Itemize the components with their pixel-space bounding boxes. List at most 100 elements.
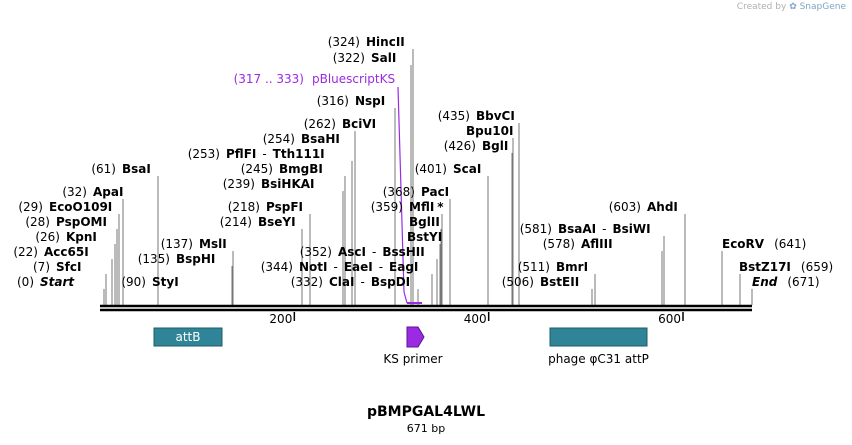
site-position: (332) — [291, 275, 323, 289]
site-position: (28) — [25, 215, 50, 229]
feature-ks-primer[interactable]: KS primer — [383, 326, 443, 366]
restriction-site-ecoo109i[interactable]: (29) EcoO109I — [18, 200, 112, 214]
credit-brand: SnapGene — [799, 2, 846, 12]
restriction-site-bglii[interactable]: BglII — [409, 215, 440, 229]
site-position: (262) — [304, 117, 336, 131]
site-position: (324) — [328, 35, 360, 49]
restriction-site-bpu10i[interactable]: Bpu10I — [466, 124, 513, 138]
site-name: BsiWI — [612, 222, 650, 236]
feature-label: phage φC31 attP — [548, 352, 649, 366]
site-name: EaeI — [344, 260, 373, 274]
restriction-site-bmgbi[interactable]: (245)BmgBI — [241, 162, 323, 176]
site-position: (61) — [91, 162, 116, 176]
site-position: (359) — [371, 200, 403, 214]
site-name: StyI — [152, 275, 179, 289]
restriction-site-bgli[interactable]: (426)BglI — [444, 139, 509, 153]
site-position: (214) — [220, 215, 252, 229]
site-position: (659) — [801, 260, 833, 274]
restriction-site-hincii[interactable]: (324)HincII — [328, 35, 405, 49]
restriction-site-sali[interactable]: (322)SalI — [333, 51, 397, 65]
restriction-site-scai[interactable]: (401)ScaI — [415, 162, 482, 176]
restriction-site-bsteii[interactable]: (506)BstEII — [502, 275, 579, 289]
primer-annotation[interactable]: (317 .. 333)pBluescriptKS — [234, 72, 396, 86]
restriction-site-bmri[interactable]: (511)BmrI — [518, 260, 588, 274]
restriction-site-start[interactable]: (0)Start — [17, 275, 75, 289]
site-position: (0) — [17, 275, 34, 289]
feature-phage-c31-attp[interactable]: phage φC31 attP — [548, 327, 649, 366]
site-name: PflFI — [226, 147, 256, 161]
restriction-site-pspomi[interactable]: (28)PspOMI — [25, 215, 107, 229]
site-name: AscI — [338, 245, 366, 259]
site-position: (22) — [13, 245, 38, 259]
site-name: EcoO109I — [49, 200, 112, 214]
site-name: KpnI — [66, 230, 97, 244]
site-name: BssHII — [382, 245, 424, 259]
site-position: (506) — [502, 275, 534, 289]
site-position: (401) — [415, 162, 447, 176]
tick-label: 400 — [464, 312, 487, 326]
plasmid-length: 671 bp — [406, 422, 446, 435]
site-position: (641) — [774, 237, 806, 251]
tick-label: 200 — [269, 312, 292, 326]
site-position: (29) — [18, 200, 43, 214]
feature-box — [153, 327, 223, 347]
site-position: (581) — [520, 222, 552, 236]
restriction-site-sfci[interactable]: (7)SfcI — [33, 260, 81, 274]
site-name: BsiHKAI — [261, 177, 315, 191]
site-name: BspDI — [371, 275, 410, 289]
restriction-site-bstz17i[interactable]: BstZ17I (659) — [739, 260, 833, 274]
site-name: Tth111I — [273, 147, 325, 161]
site-position: (32) — [62, 185, 87, 199]
restriction-site-asci[interactable]: (352)AscI-BssHII — [300, 245, 425, 259]
restriction-site-afliii[interactable]: (578) AflIII — [543, 237, 613, 251]
site-name: PacI — [421, 185, 449, 199]
restriction-site-pflfi[interactable]: (253) PflFI-Tth111I — [188, 147, 325, 161]
restriction-site-clai[interactable]: (332)ClaI-BspDI — [291, 275, 410, 289]
site-name: BglII — [409, 215, 440, 229]
restriction-site-pspfi[interactable]: (218)PspFI — [228, 200, 303, 214]
restriction-site-bsihkai[interactable]: (239)BsiHKAI — [223, 177, 315, 191]
site-separator: - — [262, 147, 266, 161]
restriction-site-acc65i[interactable]: (22)Acc65I — [13, 245, 88, 259]
restriction-site-bsahi[interactable]: (254)BsaHI — [263, 132, 340, 146]
primer-line — [397, 86, 405, 293]
site-name: BsaI — [122, 162, 151, 176]
restriction-site-bseyi[interactable]: (214)BseYI — [220, 215, 296, 229]
site-position: (578) — [543, 237, 575, 251]
site-position: (511) — [518, 260, 550, 274]
feature-label: KS primer — [383, 352, 442, 366]
restriction-site-bcivi[interactable]: (262)BciVI — [304, 117, 376, 131]
restriction-site-ecorv[interactable]: EcoRV(641) — [722, 237, 806, 251]
restriction-site-bbvci[interactable]: (435)BbvCI — [438, 109, 515, 123]
restriction-site-paci[interactable]: (368)PacI — [383, 185, 449, 199]
restriction-site-styi[interactable]: (90)StyI — [121, 275, 178, 289]
restriction-site-noti[interactable]: (344)NotI-EaeI-EagI — [261, 260, 419, 274]
site-position: (218) — [228, 200, 260, 214]
bp-ticks: 200 400 600 — [269, 312, 684, 326]
restriction-site-end[interactable]: End(671) — [752, 275, 820, 289]
restriction-site-ahdi[interactable]: (603)AhdI — [609, 200, 678, 214]
restriction-site-bstyi[interactable]: BstYI — [407, 230, 442, 244]
restriction-site-apai[interactable]: (32)ApaI — [62, 185, 123, 199]
snapgene-credit: Created by ✿ SnapGene — [737, 2, 846, 12]
restriction-site-bsphi[interactable]: (135)BspHI — [138, 252, 216, 266]
restriction-site-bsai[interactable]: (61) BsaI — [91, 162, 151, 176]
tick-label: 600 — [658, 312, 681, 326]
restriction-site-msli[interactable]: (137)MslI — [161, 237, 227, 251]
features: attB KS primer phage φC31 attP — [153, 326, 649, 366]
site-name: BstZ17I — [739, 260, 791, 274]
restriction-site-mfli[interactable]: (359)MflI* — [371, 200, 445, 214]
site-name: EagI — [389, 260, 418, 274]
site-name: SalI — [371, 51, 396, 65]
restriction-site-bsaai[interactable]: (581)BsaAI-BsiWI — [520, 222, 651, 236]
feature-attb[interactable]: attB — [153, 327, 223, 347]
restriction-site-nspi[interactable]: (316)NspI — [317, 94, 386, 108]
site-position: (253) — [188, 147, 220, 161]
site-position: (671) — [787, 275, 819, 289]
site-name: BsaHI — [301, 132, 340, 146]
site-position: (603) — [609, 200, 641, 214]
restriction-site-kpni[interactable]: (26)KpnI — [35, 230, 97, 244]
site-name: AflIII — [581, 237, 613, 251]
